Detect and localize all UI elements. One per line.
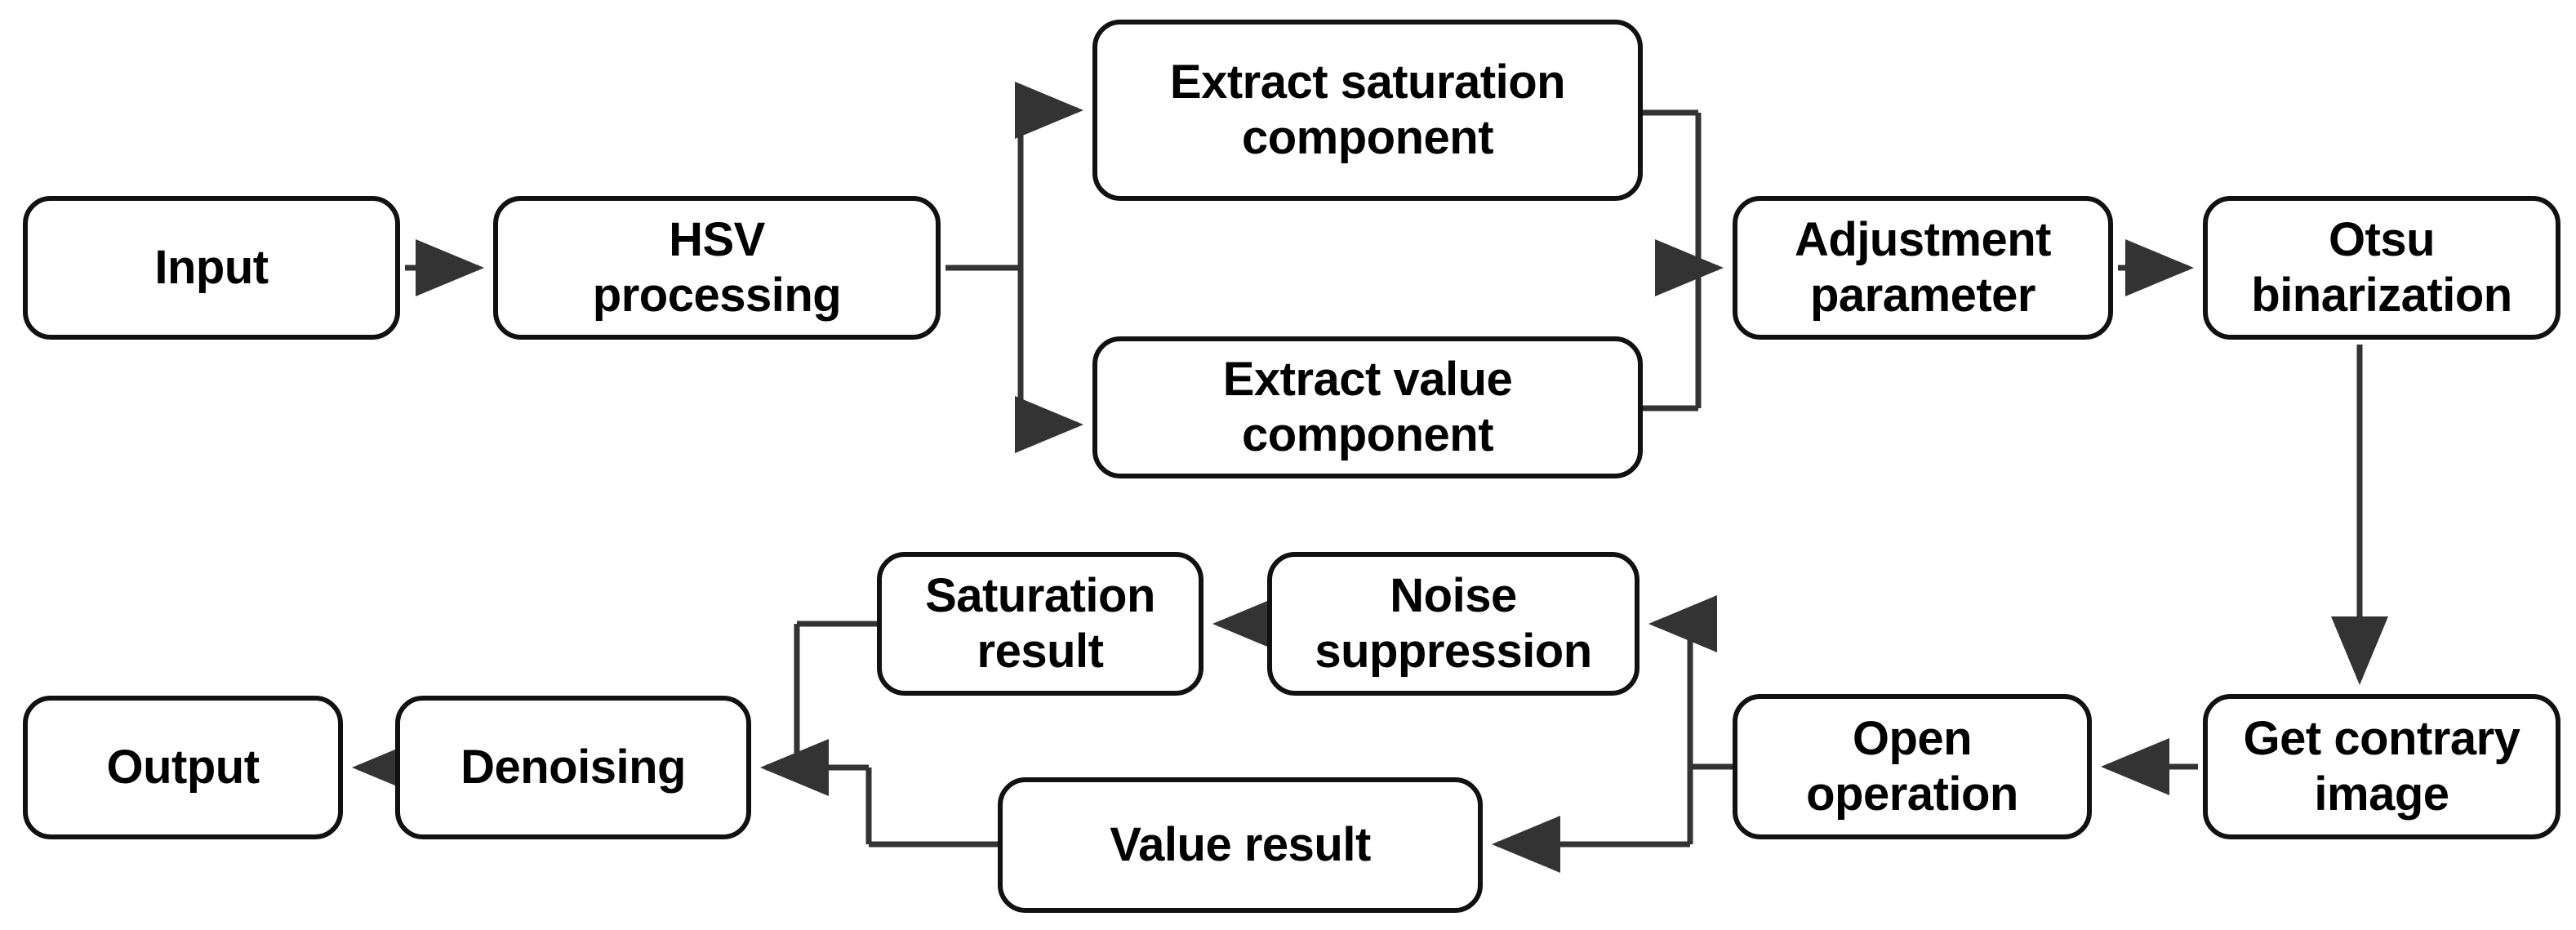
node-otsu-binarization-label: Otsu binarization — [2251, 212, 2512, 322]
node-extract-value-component[interactable]: Extract value component — [1092, 336, 1643, 478]
node-noise-suppression[interactable]: Noise suppression — [1267, 552, 1639, 696]
node-value-result-label: Value result — [1110, 817, 1371, 871]
node-input[interactable]: Input — [23, 196, 400, 340]
node-denoising-label: Denoising — [460, 740, 686, 794]
node-open-operation-label: Open operation — [1806, 711, 2018, 821]
node-extract-value-component-label: Extract value component — [1222, 352, 1513, 461]
node-otsu-binarization[interactable]: Otsu binarization — [2203, 196, 2560, 340]
node-value-result[interactable]: Value result — [998, 777, 1483, 913]
node-hsv-processing[interactable]: HSV processing — [493, 196, 941, 340]
node-noise-suppression-label: Noise suppression — [1315, 568, 1592, 678]
node-output-label: Output — [106, 740, 260, 794]
node-adjustment-parameter-label: Adjustment parameter — [1795, 212, 2052, 322]
node-denoising[interactable]: Denoising — [395, 696, 751, 839]
node-output[interactable]: Output — [23, 696, 343, 839]
node-open-operation[interactable]: Open operation — [1733, 694, 2092, 839]
node-get-contrary-image[interactable]: Get contrary image — [2203, 694, 2560, 839]
node-extract-saturation-component[interactable]: Extract saturation component — [1092, 20, 1643, 201]
node-hsv-processing-label: HSV processing — [592, 212, 842, 322]
node-get-contrary-image-label: Get contrary image — [2243, 711, 2520, 821]
node-extract-saturation-component-label: Extract saturation component — [1169, 55, 1566, 164]
node-saturation-result[interactable]: Saturation result — [877, 552, 1203, 696]
node-saturation-result-label: Saturation result — [925, 568, 1155, 678]
node-adjustment-parameter[interactable]: Adjustment parameter — [1733, 196, 2113, 340]
node-input-label: Input — [154, 240, 269, 294]
